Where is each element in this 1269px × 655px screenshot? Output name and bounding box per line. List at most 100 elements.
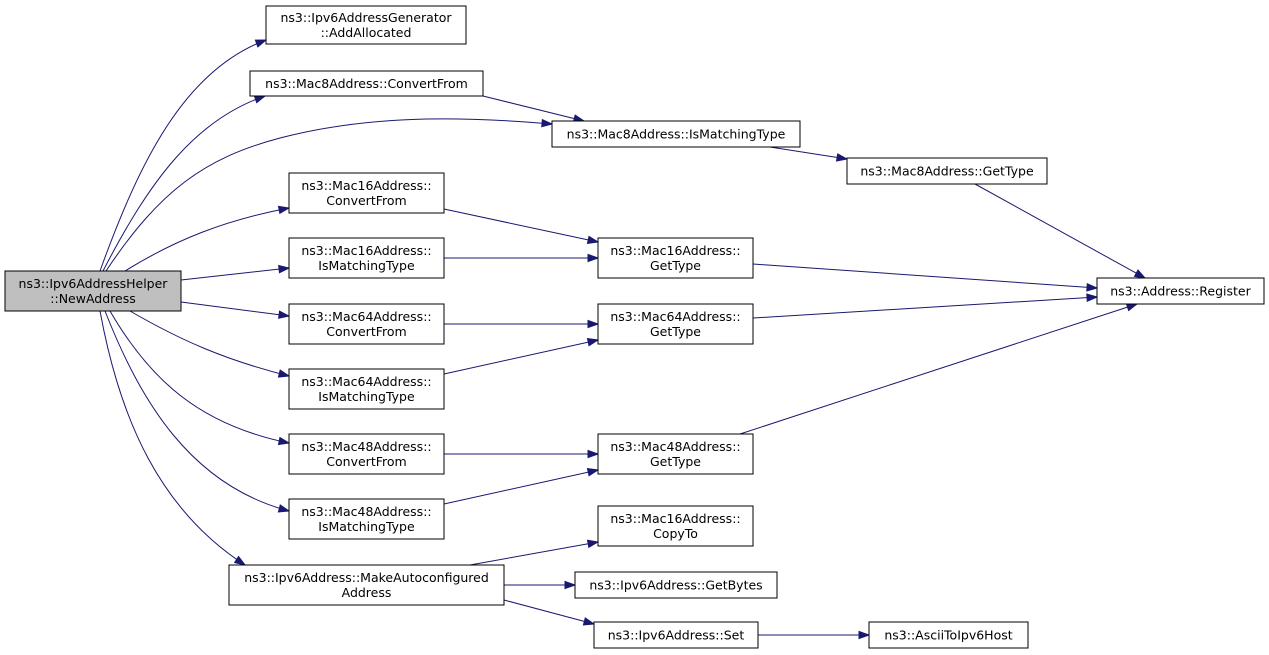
edge-line [503,599,595,625]
edge-root-to-m64_conv [180,301,291,319]
node-label: ns3::Mac48Address:: [301,439,431,454]
node-label: ns3::Mac16Address:: [610,511,740,526]
node-box [597,303,754,345]
node-m8_conv[interactable]: ns3::Mac8Address::ConvertFrom [249,70,484,97]
node-box [846,157,1048,185]
edge-arrowhead [277,504,291,513]
node-label: ns3::Mac48Address:: [610,439,740,454]
node-label: ns3::Mac8Address::ConvertFrom [265,76,468,91]
node-box [249,70,484,97]
node-root: ns3::Ipv6AddressHelper::NewAddress [4,270,182,312]
node-gen_add[interactable]: ns3::Ipv6AddressGenerator::AddAllocated [265,5,467,45]
node-label: ns3::Mac8Address::GetType [860,164,1034,179]
edge-arrowhead [1133,269,1147,279]
call-edges [99,39,1147,640]
node-label: ns3::Mac64Address:: [301,374,431,389]
edge-arrowhead [582,617,596,626]
edge-line [99,310,246,566]
node-label: CopyTo [653,526,698,541]
node-label: ns3::Mac64Address:: [301,309,431,324]
edge-m8_conv-to-m8_match [482,95,586,123]
node-v6_set[interactable]: ns3::Ipv6Address::Set [593,621,759,649]
edge-line [443,469,599,505]
edge-arrowhead [587,253,600,263]
edge-arrowhead [278,310,291,319]
edge-arrowhead [277,205,291,215]
node-box [265,5,467,45]
edge-root-to-m16_conv [124,205,291,272]
edge-arrowhead [586,235,600,245]
edge-arrowhead [586,338,600,347]
edge-line [469,541,599,566]
node-label: ConvertFrom [326,454,406,469]
node-box [597,505,754,547]
edge-v6_set-to-ascii [758,630,871,640]
node-label: ns3::Address::Register [1110,284,1251,299]
node-box [1096,277,1265,305]
function-nodes: ns3::Ipv6AddressHelper::NewAddressns3::I… [4,5,1265,649]
edge-arrowhead [541,118,554,128]
edge-line [180,301,290,317]
edge-arrowhead [1086,293,1099,302]
edge-v6_auto-to-m16_copy [469,539,600,566]
edge-root-to-m8_match [105,118,554,272]
edge-arrowhead [1086,282,1099,292]
node-m64_type[interactable]: ns3::Mac64Address::GetType [597,303,754,345]
edge-arrowhead [254,39,268,48]
edge-m16_type-to-reg [752,263,1099,292]
edge-m64_type-to-reg [752,293,1099,319]
node-m8_type[interactable]: ns3::Mac8Address::GetType [846,157,1048,185]
edge-arrowhead [586,539,600,549]
edge-line [752,263,1098,289]
node-label: GetType [650,324,701,339]
edge-root-to-m48_match [104,310,291,513]
node-reg[interactable]: ns3::Address::Register [1096,277,1265,305]
node-m16_match[interactable]: ns3::Mac16Address::IsMatchingType [288,237,445,279]
edge-m8_type-to-reg [974,183,1147,279]
node-m64_conv[interactable]: ns3::Mac64Address::ConvertFrom [288,303,445,345]
edge-line [129,310,290,377]
edge-line [124,207,290,272]
node-m48_type[interactable]: ns3::Mac48Address::GetType [597,433,754,475]
node-label: ns3::Ipv6Address::Set [608,628,745,643]
node-m64_match[interactable]: ns3::Mac64Address::IsMatchingType [288,368,445,410]
edge-arrowhead [253,95,267,104]
node-label: ns3::Mac16Address:: [301,178,431,193]
edge-line [443,339,599,375]
node-v6_bytes[interactable]: ns3::Ipv6Address::GetBytes [574,571,778,599]
edge-m16_match-to-m16_type [444,253,600,263]
node-box [228,564,505,606]
node-m16_conv[interactable]: ns3::Mac16Address::ConvertFrom [288,172,445,214]
edge-line [109,310,290,444]
node-box [288,498,445,540]
node-label: ns3::Ipv6Address::MakeAutoconfigured [244,570,489,585]
edge-arrowhead [278,264,291,274]
edge-line [105,118,553,272]
node-box [288,433,445,475]
edge-root-to-gen_add [99,39,268,272]
node-v6_auto[interactable]: ns3::Ipv6Address::MakeAutoconfiguredAddr… [228,564,505,606]
node-label: ns3::Mac8Address::IsMatchingType [567,127,786,142]
node-m48_conv[interactable]: ns3::Mac48Address::ConvertFrom [288,433,445,475]
node-m16_type[interactable]: ns3::Mac16Address::GetType [597,237,754,279]
edge-root-to-m48_conv [109,310,291,446]
edge-root-to-m8_conv [102,95,267,272]
node-m8_match[interactable]: ns3::Mac8Address::IsMatchingType [551,120,801,148]
node-label: ConvertFrom [326,193,406,208]
edge-line [99,39,267,272]
node-m48_match[interactable]: ns3::Mac48Address::IsMatchingType [288,498,445,540]
node-box [551,120,801,148]
edge-arrowhead [587,319,600,329]
node-m16_copy[interactable]: ns3::Mac16Address::CopyTo [597,505,754,547]
edge-line [102,95,266,272]
edge-arrowhead [564,580,577,590]
node-label: IsMatchingType [318,389,415,404]
edge-root-to-v6_auto [99,310,247,566]
edge-line [104,310,290,512]
node-box [597,237,754,279]
node-label: GetType [650,258,701,273]
edge-m48_match-to-m48_type [443,468,600,505]
edge-arrowhead [233,555,247,566]
node-ascii[interactable]: ns3::AsciiToIpv6Host [868,621,1029,649]
